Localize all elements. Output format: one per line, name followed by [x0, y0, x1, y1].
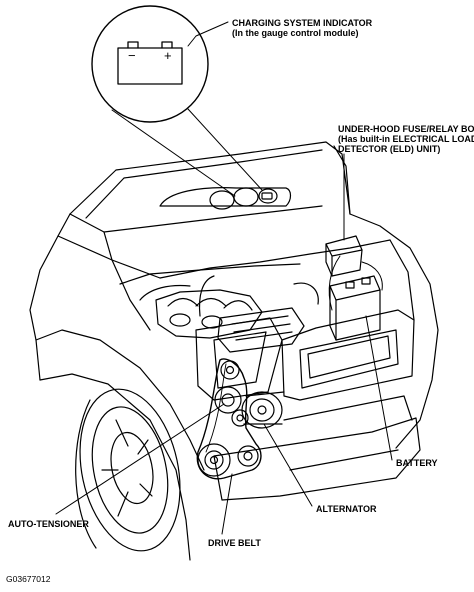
label-alternator: ALTERNATOR	[316, 504, 377, 514]
leader-auto-tensioner	[55, 403, 225, 515]
fuse-box-line3: DETECTOR (ELD) UNIT)	[338, 144, 441, 154]
figure-code: G03677012	[6, 574, 51, 584]
magnifier-circle	[91, 5, 209, 123]
indicator-plus-symbol: +	[164, 48, 172, 63]
charging-indicator-callout	[91, 5, 263, 197]
label-battery: BATTERY	[396, 458, 438, 468]
open-hood	[69, 141, 351, 261]
auto-tensioner-pulley	[214, 386, 242, 414]
alternator-body	[241, 391, 283, 429]
magnifier-tail	[111, 108, 263, 197]
front-tire	[75, 388, 181, 552]
label-auto-tensioner: AUTO-TENSIONER	[8, 519, 89, 529]
indicator-minus-symbol: −	[128, 48, 136, 63]
leader-drive-belt	[221, 473, 233, 535]
fuse-box-line1: UNDER-HOOD FUSE/RELAY BOX	[338, 124, 474, 134]
engine-bay	[119, 235, 383, 353]
fuse-box-line2: (Has built-in ELECTRICAL LOAD	[338, 134, 474, 144]
gauge-cluster	[159, 187, 292, 210]
charging-indicator-line2: (In the gauge control module)	[232, 28, 359, 38]
charging-indicator-line1: CHARGING SYSTEM INDICATOR	[232, 18, 373, 28]
leader-charging	[187, 21, 229, 47]
crank-pulley	[197, 443, 231, 477]
label-drive-belt: DRIVE BELT	[208, 538, 261, 548]
leader-lines	[55, 21, 393, 535]
drive-belt-path	[196, 358, 262, 480]
battery-icon	[117, 47, 183, 85]
belt-system	[196, 358, 285, 480]
leader-alternator	[263, 423, 313, 507]
leader-battery	[365, 315, 393, 461]
